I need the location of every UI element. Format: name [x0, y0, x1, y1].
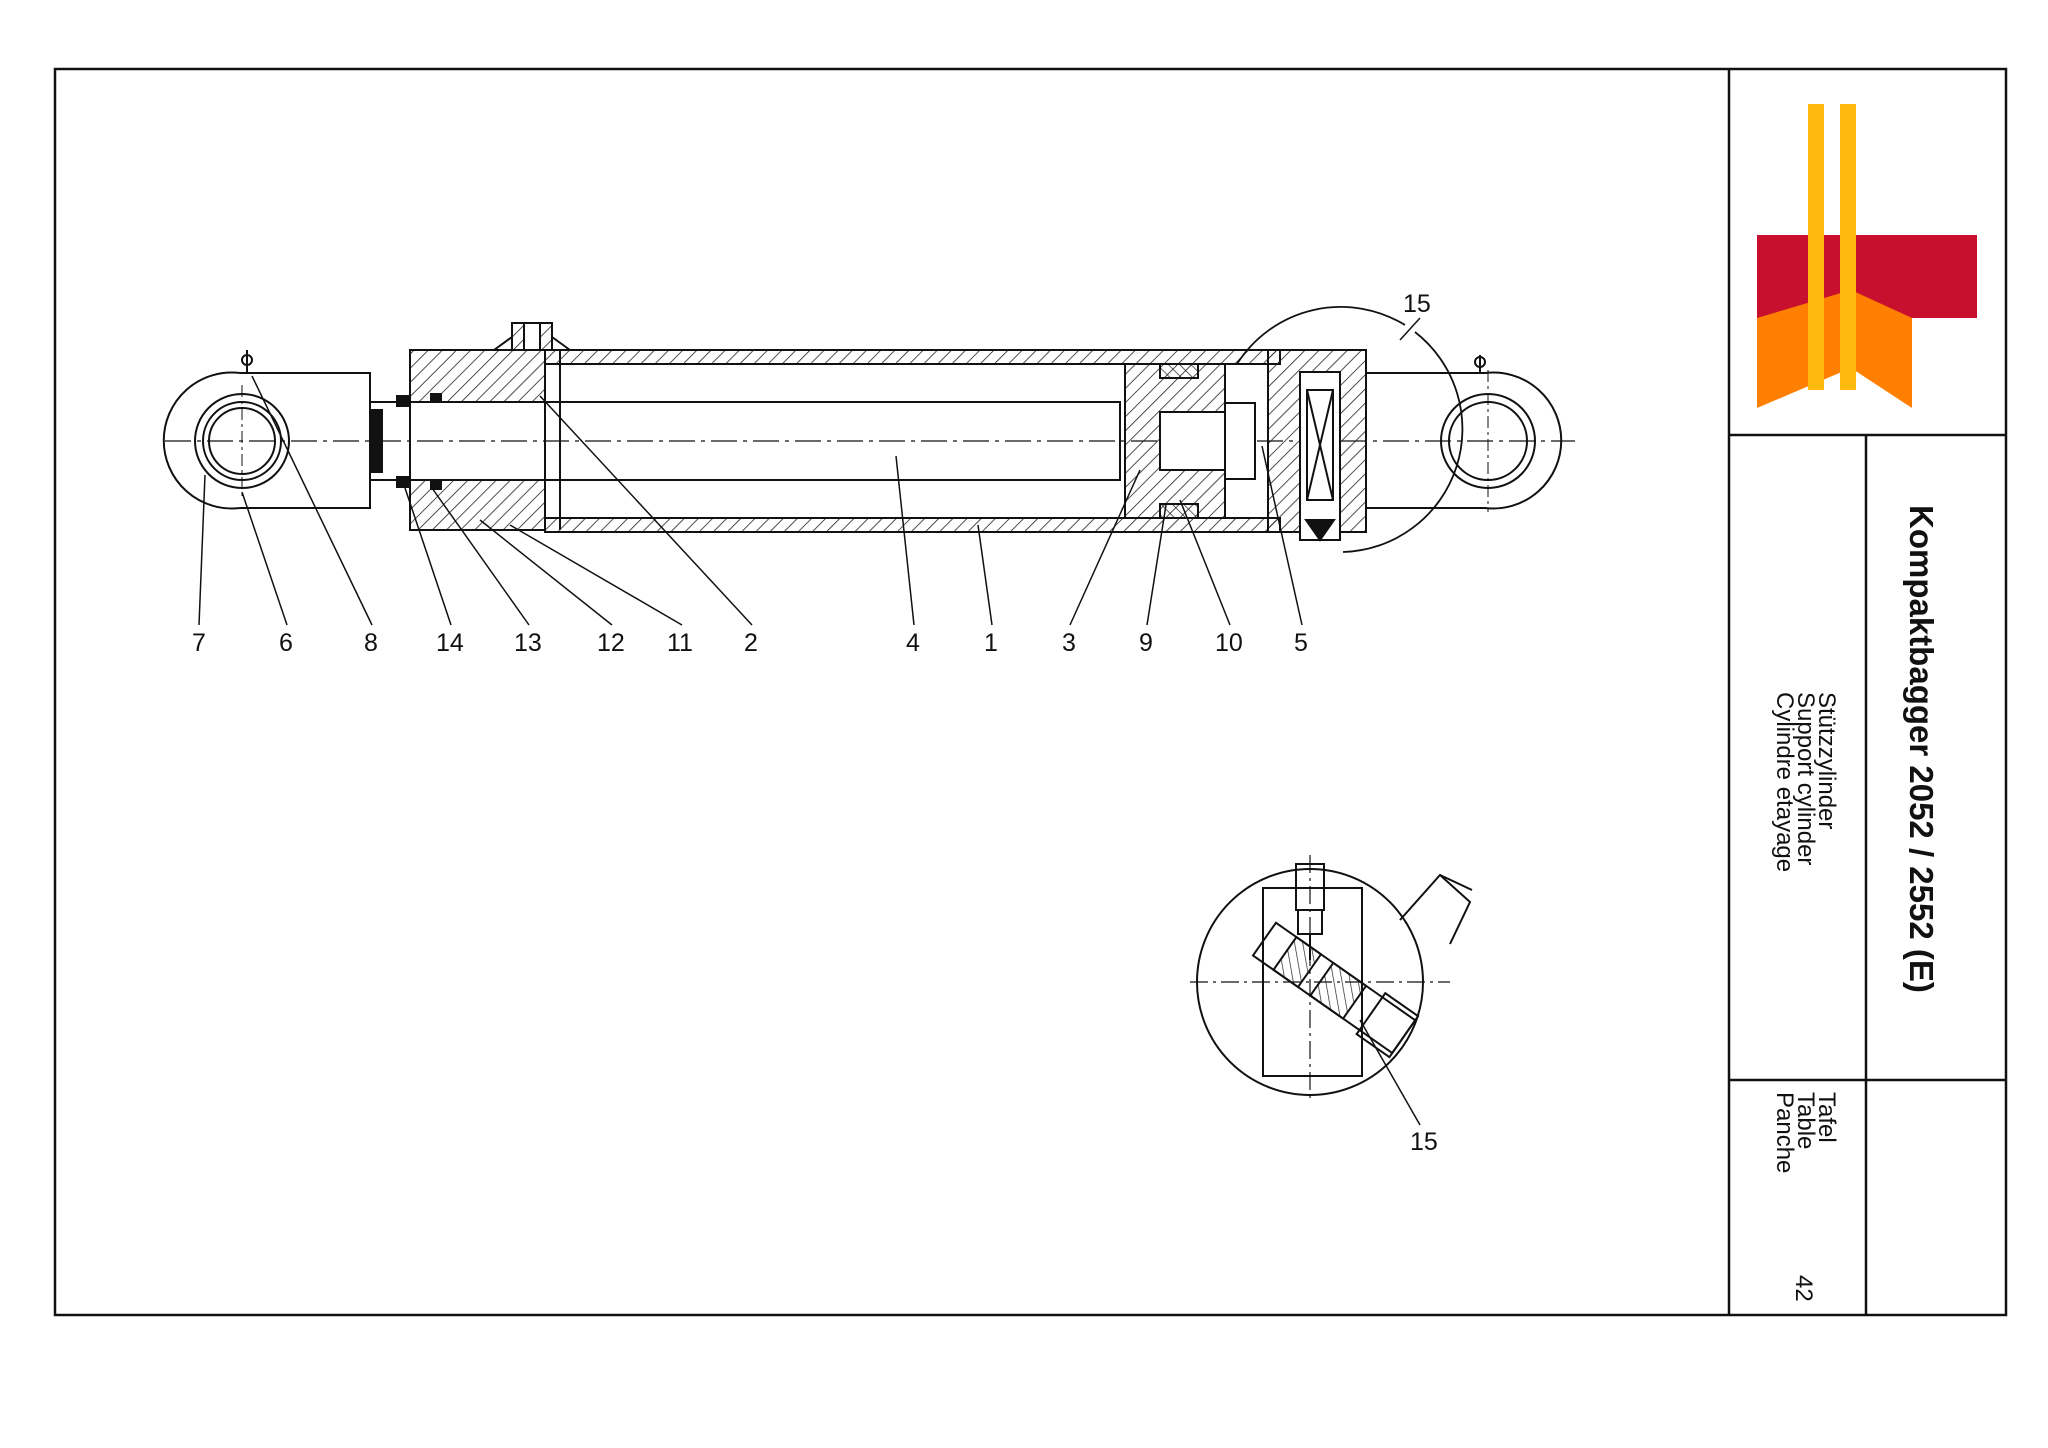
callout-9: 9: [1139, 629, 1153, 657]
callout-2: 2: [744, 629, 758, 657]
drawing-title: Kompaktbagger 2052 / 2552 (E): [1903, 505, 1940, 993]
subtitle-de: Stützzylinder: [1813, 692, 1840, 830]
cylinder-section-view: [162, 306, 1575, 626]
detail-marker-circle: [1236, 306, 1464, 553]
plate-number: 42: [1790, 1275, 1817, 1302]
callout-6: 6: [279, 629, 293, 657]
callout-15-top: 15: [1403, 290, 1431, 318]
callout-numbers: 7 6 8 14 13 12 11 2 4 1 3 9 10 5 15 15: [192, 290, 1438, 1156]
logo-yellow-bar-left: [1808, 104, 1824, 390]
plate-label: Tafel Table Panche: [1771, 1092, 1840, 1174]
leader-lines: [198, 375, 1303, 626]
plate-label-en: Table: [1792, 1092, 1819, 1150]
callout-13: 13: [514, 629, 542, 657]
callout-10: 10: [1215, 629, 1243, 657]
oil-port: [493, 322, 571, 351]
callout-14: 14: [436, 629, 464, 657]
subtitle-en: Support cylinder: [1792, 692, 1819, 866]
plate-label-fr: Panche: [1771, 1092, 1798, 1174]
plate-label-de: Tafel: [1813, 1092, 1840, 1143]
cylinder-base: [1267, 349, 1367, 542]
callout-7: 7: [192, 629, 206, 657]
callout-3: 3: [1062, 629, 1076, 657]
left-rod-eye: [162, 350, 371, 510]
company-logo: [1757, 104, 1977, 408]
callout-4: 4: [906, 629, 920, 657]
valve-detail-view: [1190, 855, 1473, 1126]
callout-12: 12: [597, 629, 625, 657]
piston: [1124, 363, 1256, 519]
right-rod-eye: [1366, 355, 1563, 512]
cylinder-head: [396, 349, 561, 531]
subtitle-fr: Cylindre etayage: [1771, 692, 1798, 873]
callout-11: 11: [667, 629, 693, 657]
sheet-border: [53, 67, 2008, 1317]
drawing-subtitle: Stützzylinder Support cylinder Cylindre …: [1771, 692, 1840, 873]
callout-8: 8: [364, 629, 378, 657]
callout-15-detail: 15: [1410, 1128, 1438, 1156]
callout-1: 1: [984, 629, 998, 657]
callout-5: 5: [1294, 629, 1308, 657]
logo-yellow-bar-right: [1840, 104, 1856, 390]
logo-orange-chevron: [1757, 290, 1912, 408]
